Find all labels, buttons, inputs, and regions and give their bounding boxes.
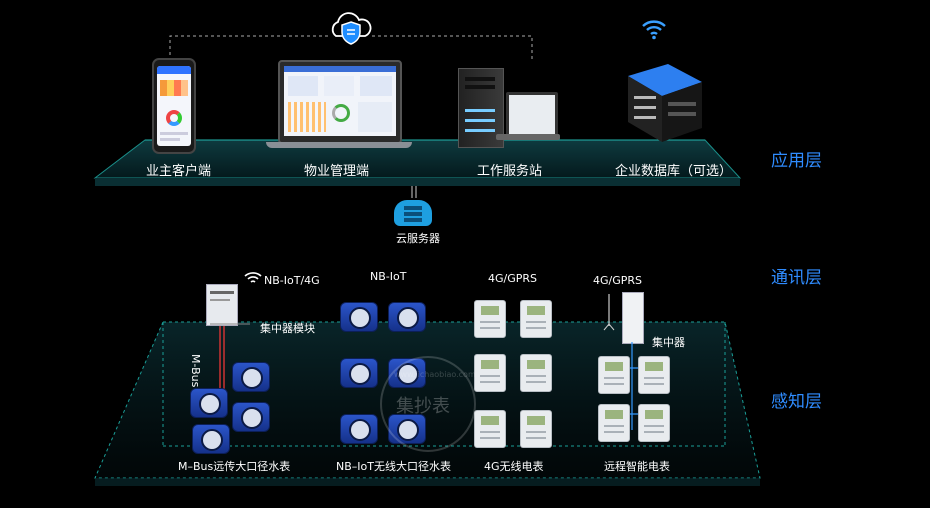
mbus-wifi-icon xyxy=(244,272,262,283)
g4-meter-5 xyxy=(474,410,506,448)
mbus-signal-label: NB-IoT/4G xyxy=(264,274,320,287)
watermark-url: www.jichaobiao.com xyxy=(394,370,476,379)
antenna-icon xyxy=(603,294,615,331)
remote-meter-1 xyxy=(598,356,630,394)
layer-application-label: 应用层 xyxy=(771,151,822,171)
laptop-device xyxy=(278,60,402,144)
server-tower xyxy=(458,68,504,148)
mbus-caption: M–Bus远传大口径水表 xyxy=(178,460,291,473)
layer-perception-label: 感知层 xyxy=(771,392,822,412)
nbiot-caption: NB–IoT无线大口径水表 xyxy=(336,460,451,473)
nbiot-meter-3 xyxy=(340,358,378,388)
nbiot-signal-label: NB-IoT xyxy=(370,270,407,283)
nbiot-meter-2 xyxy=(388,302,426,332)
laptop-base xyxy=(266,142,412,148)
remote-concentrator-label: 集中器 xyxy=(652,336,685,349)
watermark-text: 集抄表 xyxy=(396,396,450,417)
nbiot-meter-5 xyxy=(340,414,378,444)
g4-signal-label: 4G/GPRS xyxy=(488,272,538,285)
mbus-meter-1 xyxy=(232,362,270,392)
layer-communication-label: 通讯层 xyxy=(771,268,822,288)
database-label: 企业数据库（可选） xyxy=(615,164,733,179)
mbus-bus-label: M-Bus xyxy=(189,354,202,388)
g4-meter-6 xyxy=(520,410,552,448)
cloud-server-icon xyxy=(394,200,432,226)
watermark-stamp xyxy=(380,356,476,452)
g4-meter-1 xyxy=(474,300,506,338)
workstation-laptop-base xyxy=(496,134,560,140)
concentrator-module-label: 集中器模块 xyxy=(260,322,315,335)
property-client-label: 物业管理端 xyxy=(304,164,370,179)
mbus-meter-2 xyxy=(190,388,228,418)
g4-meter-3 xyxy=(474,354,506,392)
nbiot-meter-1 xyxy=(340,302,378,332)
phone-device xyxy=(152,58,196,154)
workstation-laptop xyxy=(506,92,558,138)
concentrator-module xyxy=(206,284,238,326)
workstation-label: 工作服务站 xyxy=(477,164,543,179)
remote-caption: 远程智能电表 xyxy=(604,460,670,473)
g4-caption: 4G无线电表 xyxy=(484,460,544,473)
g4-meter-4 xyxy=(520,354,552,392)
mbus-meter-4 xyxy=(192,424,230,454)
remote-meter-4 xyxy=(638,404,670,442)
mbus-meter-3 xyxy=(232,402,270,432)
cloud-server-label: 云服务器 xyxy=(396,232,440,245)
database-server-icon xyxy=(628,64,702,142)
remote-meter-2 xyxy=(638,356,670,394)
mbus-wiring xyxy=(210,323,250,400)
concentrator-device xyxy=(622,292,644,344)
remote-meter-3 xyxy=(598,404,630,442)
owner-client-label: 业主客户端 xyxy=(146,164,212,179)
wifi-icon xyxy=(642,20,666,40)
laptop-screen xyxy=(284,66,396,136)
security-shield-icon xyxy=(331,12,372,45)
g4-meter-2 xyxy=(520,300,552,338)
phone-screen xyxy=(157,66,191,146)
remote-signal-label: 4G/GPRS xyxy=(593,274,643,287)
